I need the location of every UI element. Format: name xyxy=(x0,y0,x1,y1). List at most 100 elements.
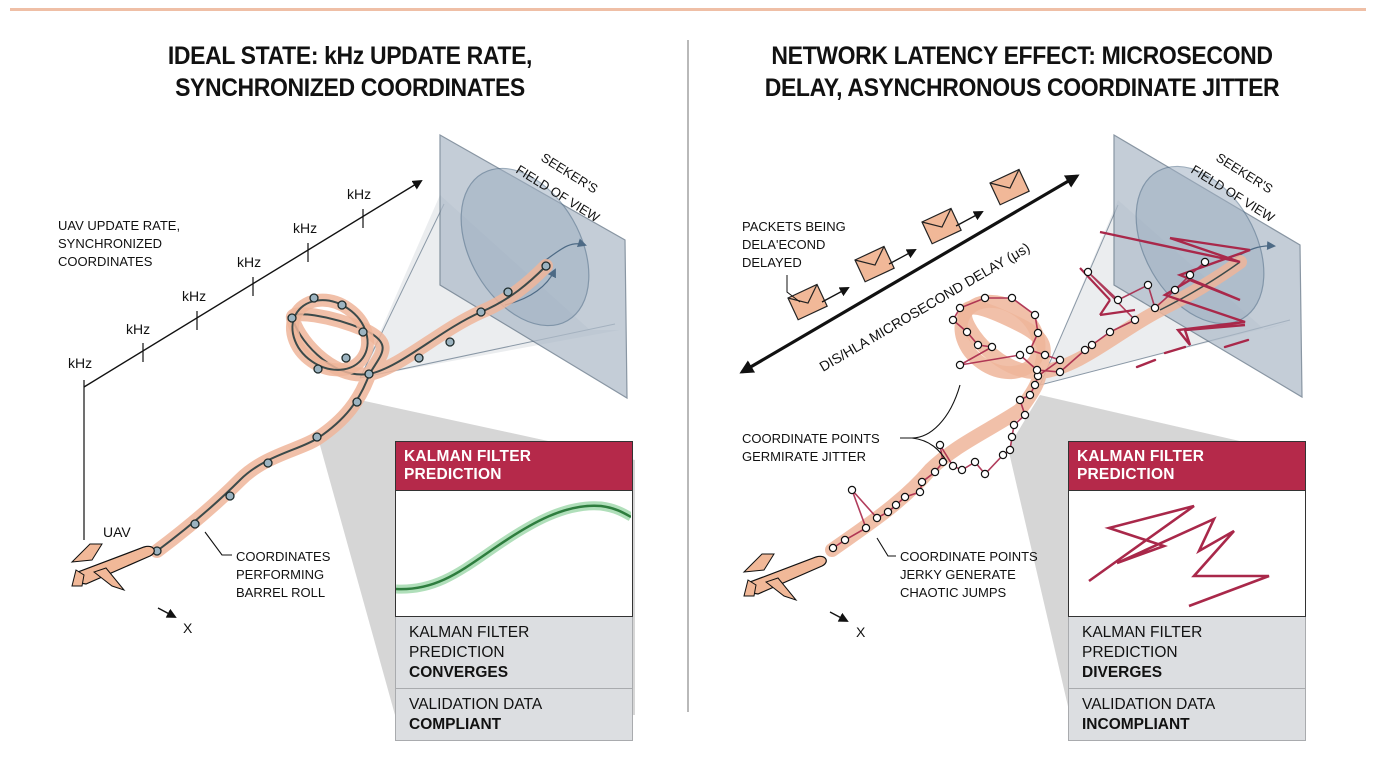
coordinate-node xyxy=(312,432,322,442)
jittered-coordinate-node xyxy=(1150,303,1160,313)
coordinate-node xyxy=(358,327,368,337)
coordinate-node xyxy=(476,307,486,317)
coordinate-node xyxy=(352,397,362,407)
packet-arrow-icon xyxy=(955,211,984,227)
coordinate-node xyxy=(263,458,273,468)
jittered-coordinate-node xyxy=(861,523,871,533)
jitter-callout-line-lower xyxy=(911,437,948,463)
left-uav-label: UAV xyxy=(103,524,131,540)
jumps-callout-3: CHAOTIC JUMPS xyxy=(900,585,1007,600)
jittered-coordinate-node xyxy=(1185,270,1195,280)
jittered-coordinate-node xyxy=(828,543,838,553)
packet-envelope-icon xyxy=(921,207,962,245)
right-validation-value: INCOMPLIANT xyxy=(1082,716,1190,733)
coordinate-node xyxy=(341,353,351,363)
jittered-coordinate-node xyxy=(1130,315,1140,325)
tick-label-khz-4: kHz xyxy=(237,254,261,270)
coordinate-node xyxy=(309,293,319,303)
jittered-coordinate-node xyxy=(1015,395,1025,405)
axis-caption-1: UAV UPDATE RATE, xyxy=(58,218,180,233)
right-title-line-1: NETWORK LATENCY EFFECT: MICROSECOND xyxy=(771,42,1273,70)
jittered-coordinate-node xyxy=(935,440,945,450)
right-kalman-plot xyxy=(1068,491,1306,617)
jittered-coordinate-node xyxy=(970,457,980,467)
jittered-coordinate-node xyxy=(1040,350,1050,360)
jittered-coordinate-node xyxy=(980,293,990,303)
coordinate-node xyxy=(445,337,455,347)
jittered-coordinate-node xyxy=(955,360,965,370)
jittered-coordinate-node xyxy=(1005,445,1015,455)
jittered-coordinate-node xyxy=(1032,365,1042,375)
diverging-curve xyxy=(1088,504,1270,608)
seeker-track-arrow xyxy=(542,238,587,263)
right-kalman-header: KALMAN FILTER PREDICTION xyxy=(1068,441,1306,491)
barrel-roll-loop xyxy=(291,299,369,371)
left-title-line-2: SYNCHRONIZED COORDINATES xyxy=(175,74,525,102)
jittered-coordinate-node xyxy=(872,513,882,523)
jittered-coordinate-node xyxy=(1020,410,1030,420)
jittered-coordinate-node xyxy=(1200,257,1210,267)
right-x-arrow-icon xyxy=(829,611,849,622)
left-prediction-status: KALMAN FILTER PREDICTION CONVERGES xyxy=(395,617,633,689)
left-validation-value: COMPLIANT xyxy=(409,716,502,733)
jittered-coordinate-node xyxy=(900,492,910,502)
jittered-coordinate-node xyxy=(1033,328,1043,338)
barrel-roll-callout-1: COORDINATES xyxy=(236,549,331,564)
jittered-coordinate-node xyxy=(987,342,997,352)
jittered-coordinate-node xyxy=(840,535,850,545)
tick-label-khz-5: kHz xyxy=(293,220,317,236)
packet-envelope-icon xyxy=(787,283,828,321)
jittered-coordinate-node xyxy=(1055,355,1065,365)
jittered-coordinate-node xyxy=(1083,267,1093,277)
delay-axis xyxy=(739,174,1080,374)
jittered-coordinate-node xyxy=(1007,432,1017,442)
tick-label-khz-3: kHz xyxy=(182,288,206,304)
jittered-coordinate-node xyxy=(1025,390,1035,400)
dropped-sample-dash xyxy=(1163,345,1187,355)
left-kalman-plot xyxy=(395,491,633,617)
right-prediction-value: DIVERGES xyxy=(1082,664,1163,681)
left-validation-status: VALIDATION DATA COMPLIANT xyxy=(395,689,633,741)
coordinate-node xyxy=(190,519,200,529)
jittered-coordinate-node xyxy=(1015,350,1025,360)
right-panel-title: NETWORK LATENCY EFFECT: MICROSECOND DELA… xyxy=(737,40,1307,104)
jittered-coordinate-node xyxy=(1143,280,1153,290)
jittered-coordinate-node xyxy=(1009,420,1019,430)
coordinate-node xyxy=(225,491,235,501)
jitter-callout-line-upper xyxy=(900,384,961,439)
right-x-label: X xyxy=(856,624,866,640)
left-title-line-1: IDEAL STATE: kHz UPDATE RATE, xyxy=(167,42,533,70)
jittered-coordinate-node xyxy=(1030,380,1040,390)
left-uav-airplane-icon xyxy=(70,543,155,592)
right-prediction-line: KALMAN FILTER PREDICTION xyxy=(1082,624,1203,661)
right-uav-airplane-icon xyxy=(742,553,827,602)
jittered-coordinate-node xyxy=(1055,367,1065,377)
packet-envelope-icon xyxy=(854,245,895,283)
right-coordinate-nodes xyxy=(828,257,1210,553)
jumps-callout-line xyxy=(876,537,896,557)
seeker-fov-ellipse xyxy=(460,167,590,327)
packets-caption-1: PACKETS BEING xyxy=(742,219,846,234)
jittered-coordinate-node xyxy=(1170,285,1180,295)
coordinate-node xyxy=(364,369,374,379)
coordinate-node xyxy=(414,353,424,363)
jittered-coordinate-node xyxy=(948,461,958,471)
jittered-coordinate-node xyxy=(930,467,940,477)
jittered-coordinate-node xyxy=(957,465,967,475)
barrel-roll-callout-2: PERFORMING xyxy=(236,567,324,582)
left-prediction-value: CONVERGES xyxy=(409,664,509,681)
tick-label-khz-6: kHz xyxy=(347,186,371,202)
packet-envelopes xyxy=(787,168,1030,321)
jittered-coordinate-node xyxy=(1113,295,1123,305)
jittered-coordinate-node xyxy=(948,315,958,325)
packet-arrow-icon xyxy=(821,287,850,303)
left-panel-title: IDEAL STATE: kHz UPDATE RATE, SYNCHRONIZ… xyxy=(92,40,607,104)
right-title-line-2: DELAY, ASYNCHRONOUS COORDINATE JITTER xyxy=(764,74,1280,102)
packets-caption-2: DELA'ECOND xyxy=(742,237,825,252)
jittered-coordinate-node xyxy=(1080,345,1090,355)
left-kalman-panel: KALMAN FILTER PREDICTION KALMAN FILTER P… xyxy=(395,441,633,741)
axis-caption-3: COORDINATES xyxy=(58,254,153,269)
jittered-coordinate-node xyxy=(1105,327,1115,337)
coordinate-node xyxy=(287,313,297,323)
cone-edge-upper xyxy=(359,203,445,379)
